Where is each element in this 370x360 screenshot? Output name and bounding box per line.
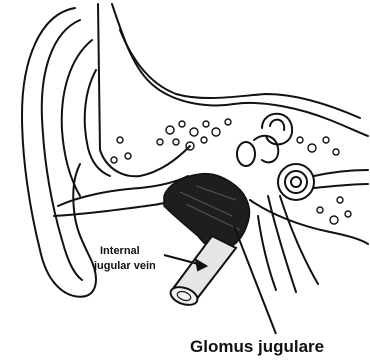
petrous-bone-lower-contour [250, 200, 368, 244]
ossicle-malleus [237, 142, 255, 166]
temporal-bone-inner-contour [120, 30, 360, 118]
ossicle-incus [254, 136, 278, 163]
temporal-bone-outer-contour [112, 4, 368, 136]
auditory-nerve [314, 170, 368, 176]
auricle-outline [22, 8, 96, 297]
glomus-jugulare-tumor [164, 174, 250, 251]
cochlea-middle [285, 171, 307, 193]
internal-jugular-vein [168, 236, 236, 308]
label-internal-jugular-vein-2: jugular vein [93, 260, 156, 272]
auricle-concha [85, 70, 110, 176]
cochlea-inner [291, 177, 301, 187]
cochlea-outer [278, 164, 314, 200]
label-internal-jugular-vein-1: Internal [100, 245, 140, 257]
label-glomus-jugulare: Glomus jugulare [190, 337, 324, 356]
leader-glomus-jugulare [234, 226, 276, 334]
descending-nerve-2 [280, 196, 318, 284]
auditory-nerve-lower [314, 184, 368, 188]
semicircular-canal-inner [270, 120, 284, 130]
semicircular-canal-outer [262, 114, 292, 145]
temporal-bone-upper-wall [98, 4, 190, 176]
descending-nerve-3 [258, 216, 276, 290]
